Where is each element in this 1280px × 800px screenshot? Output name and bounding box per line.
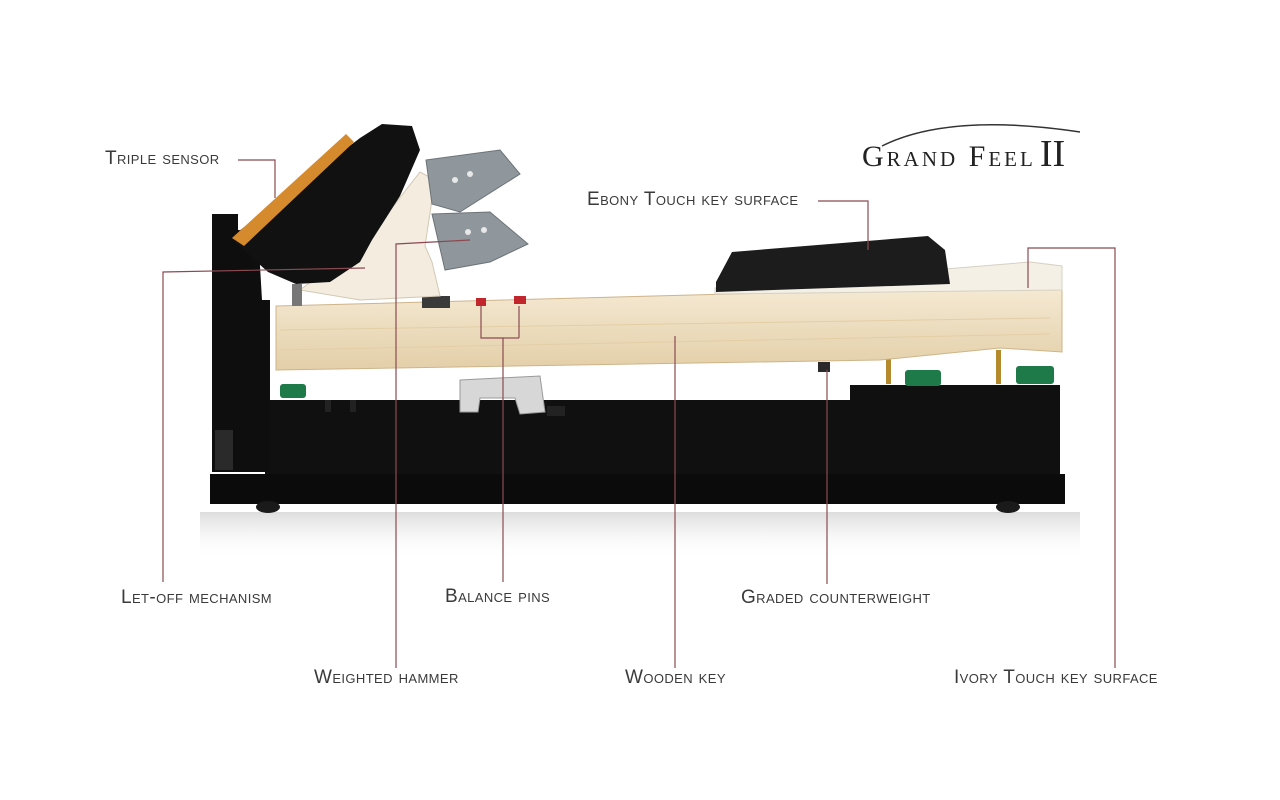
callout-lines xyxy=(162,159,1116,668)
callout-let-off xyxy=(162,267,366,582)
callout-ivory-touch xyxy=(1027,247,1116,668)
hammer-weight-lower xyxy=(431,211,529,271)
counterweight xyxy=(818,362,830,372)
balance-pin-1 xyxy=(476,298,486,306)
label-let-off: Let-off mechanism xyxy=(121,587,273,608)
let-off-screw xyxy=(292,284,302,306)
base-plate xyxy=(210,474,1065,504)
foot-left xyxy=(256,501,280,513)
balance-pin-2 xyxy=(514,296,526,304)
logo-swoosh xyxy=(881,124,1081,147)
chassis-body xyxy=(265,385,1060,474)
label-weighted-hammer: Weighted hammer xyxy=(314,667,459,688)
label-graded-counterweight: Graded counterweight xyxy=(741,587,931,608)
logo-text: Grand Feel xyxy=(862,140,1036,173)
callout-triple-sensor xyxy=(238,159,276,198)
hammer-weight-upper xyxy=(425,149,521,213)
sensor-board xyxy=(232,134,354,246)
action-head xyxy=(230,124,420,284)
label-wooden-key: Wooden key xyxy=(625,667,726,688)
ebony-surface xyxy=(716,236,950,292)
label-ebony-touch: Ebony Touch key surface xyxy=(587,189,799,210)
felt-mid xyxy=(905,370,941,386)
felt-rear xyxy=(280,384,306,398)
label-balance-pins: Balance pins xyxy=(445,586,551,607)
label-triple-sensor: Triple sensor xyxy=(105,148,220,169)
felt-front xyxy=(1016,366,1054,384)
rear-frame xyxy=(212,214,270,472)
guide-pin-2 xyxy=(996,350,1001,384)
guide-pin-1 xyxy=(886,356,891,384)
floor-reflection xyxy=(200,512,1080,560)
callout-weighted-hammer xyxy=(395,239,471,668)
logo-numeral: II xyxy=(1039,133,1066,175)
callout-ebony-touch xyxy=(818,200,869,250)
foot-right xyxy=(996,501,1020,513)
label-ivory-touch: Ivory Touch key surface xyxy=(954,667,1158,688)
callout-balance-pins xyxy=(480,306,504,582)
